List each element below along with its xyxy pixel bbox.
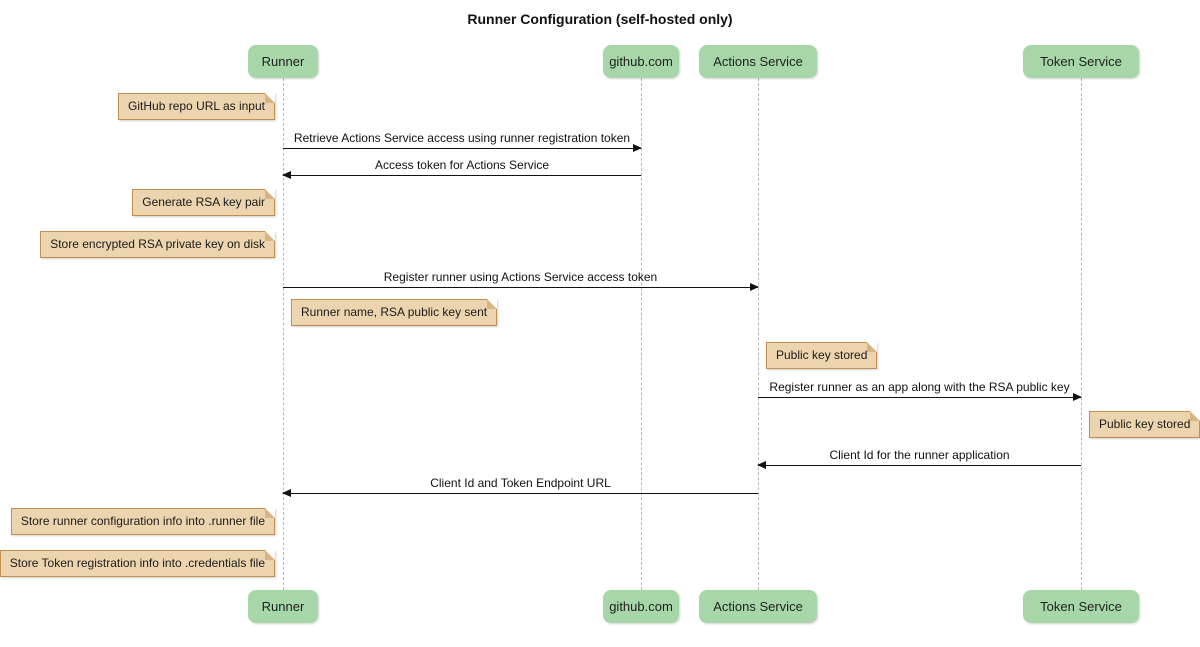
- message-label: Client Id and Token Endpoint URL: [430, 476, 611, 490]
- message-line: [282, 489, 758, 497]
- participant-token-service-bottom: Token Service: [1023, 590, 1139, 623]
- note-text: Store encrypted RSA private key on disk: [50, 237, 265, 251]
- note-5: Public key stored: [766, 342, 878, 369]
- diagram-title: Runner Configuration (self-hosted only): [467, 11, 733, 27]
- message-2: Access token for Actions Service: [282, 158, 641, 179]
- note-7: Store runner configuration info into .ru…: [10, 508, 276, 535]
- note-2: Generate RSA key pair: [132, 189, 275, 216]
- message-label: Access token for Actions Service: [374, 158, 550, 172]
- participant-github-bottom: github.com: [603, 590, 679, 623]
- message-4: Register runner as an app along with the…: [758, 380, 1082, 401]
- note-3: Store encrypted RSA private key on disk: [40, 231, 275, 258]
- message-label: Register runner as an app along with the…: [769, 380, 1070, 394]
- message-line: [283, 283, 759, 291]
- message-line: [283, 144, 642, 152]
- lifeline-runner: [283, 78, 284, 590]
- message-3: Register runner using Actions Service ac…: [283, 270, 759, 291]
- note-text: Public key stored: [1099, 417, 1191, 431]
- participant-actions-service-top: Actions Service: [699, 45, 817, 78]
- arrowhead-icon: [757, 461, 766, 469]
- participant-github-top: github.com: [603, 45, 679, 78]
- note-text: Generate RSA key pair: [142, 195, 265, 209]
- message-line: [757, 461, 1081, 469]
- arrowhead-icon: [282, 171, 291, 179]
- message-line: [282, 171, 641, 179]
- message-label: Register runner using Actions Service ac…: [383, 270, 658, 284]
- note-text: Store Token registration info into .cred…: [9, 556, 265, 570]
- arrowhead-icon: [282, 489, 291, 497]
- note-6: Public key stored: [1089, 411, 1200, 438]
- message-line: [758, 393, 1082, 401]
- participant-runner-bottom: Runner: [248, 590, 318, 623]
- lifeline-github: [641, 78, 642, 590]
- participant-actions-service-bottom: Actions Service: [699, 590, 817, 623]
- participant-runner-top: Runner: [248, 45, 318, 78]
- message-label: Client Id for the runner application: [829, 448, 1010, 462]
- message-1: Retrieve Actions Service access using ru…: [283, 131, 642, 152]
- note-8: Store Token registration info into .cred…: [0, 550, 276, 577]
- note-text: Public key stored: [776, 348, 868, 362]
- arrowhead-icon: [633, 144, 642, 152]
- note-text: Runner name, RSA public key sent: [301, 305, 488, 319]
- lifeline-actions-service: [758, 78, 759, 590]
- arrowhead-icon: [1073, 393, 1082, 401]
- note-text: GitHub repo URL as input: [128, 99, 265, 113]
- arrowhead-icon: [750, 283, 759, 291]
- message-5: Client Id for the runner application: [757, 448, 1081, 469]
- participant-token-service-top: Token Service: [1023, 45, 1139, 78]
- message-6: Client Id and Token Endpoint URL: [282, 476, 758, 497]
- note-4: Runner name, RSA public key sent: [291, 299, 498, 326]
- lifeline-token-service: [1081, 78, 1082, 590]
- note-1: GitHub repo URL as input: [118, 93, 275, 120]
- message-label: Retrieve Actions Service access using ru…: [293, 131, 631, 145]
- note-text: Store runner configuration info into .ru…: [20, 514, 265, 528]
